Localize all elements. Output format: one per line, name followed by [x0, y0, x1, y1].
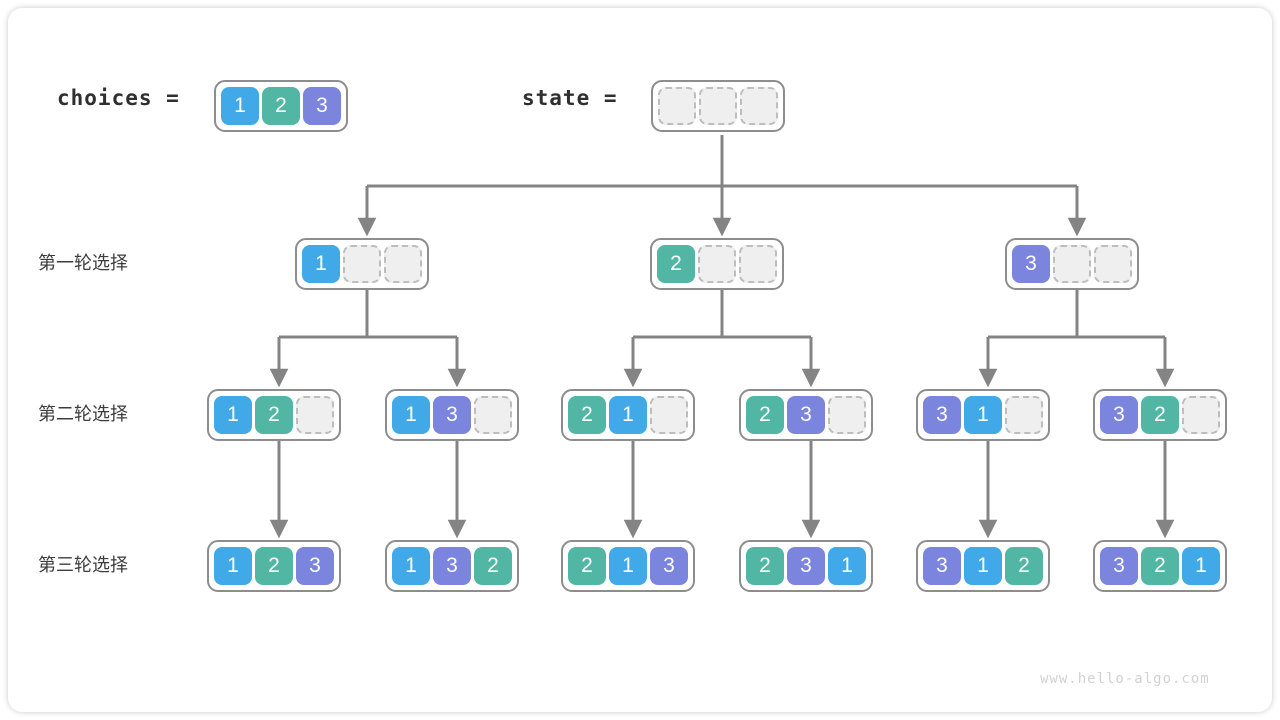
level3-5-cell-2: 2 [1141, 547, 1179, 585]
level1-0-cell-empty [384, 245, 422, 283]
level1-2-cell-empty [1053, 245, 1091, 283]
level1-1-cell-2: 2 [657, 245, 695, 283]
row-label-round-1: 第一轮选择 [38, 253, 128, 273]
row-label-round-2: 第二轮选择 [38, 404, 128, 424]
level2-1-cell-3: 3 [433, 396, 471, 434]
level2-4-cell-empty [1005, 396, 1043, 434]
choices-cell-2: 2 [262, 87, 300, 125]
level2-2-cell-2: 2 [568, 396, 606, 434]
level3-3-cell-3: 3 [787, 547, 825, 585]
level1-0-cell-1: 1 [302, 245, 340, 283]
level2-3-cell-empty [828, 396, 866, 434]
level3-1-cell-2: 2 [474, 547, 512, 585]
level1-node-2: 2 [650, 238, 784, 290]
state-cell-empty [740, 87, 778, 125]
choices-label: choices = [57, 86, 180, 110]
level3-3-cell-1: 1 [828, 547, 866, 585]
level3-1-cell-1: 1 [392, 547, 430, 585]
level2-3-cell-2: 2 [746, 396, 784, 434]
level1-2-cell-3: 3 [1012, 245, 1050, 283]
level1-1-cell-empty [698, 245, 736, 283]
level1-node-3: 3 [1005, 238, 1139, 290]
level3-5-cell-3: 3 [1100, 547, 1138, 585]
level3-4-cell-3: 3 [923, 547, 961, 585]
level2-5-cell-2: 2 [1141, 396, 1179, 434]
level3-4-cell-1: 1 [964, 547, 1002, 585]
level2-1-cell-1: 1 [392, 396, 430, 434]
level2-3-cell-3: 3 [787, 396, 825, 434]
level3-0-cell-1: 1 [214, 547, 252, 585]
level1-node-1: 1 [295, 238, 429, 290]
level1-0-cell-empty [343, 245, 381, 283]
level1-1-cell-empty [739, 245, 777, 283]
level1-2-cell-empty [1094, 245, 1132, 283]
state-array [651, 80, 785, 132]
level2-4-cell-1: 1 [964, 396, 1002, 434]
state-label: state = [522, 86, 618, 110]
choices-cell-3: 3 [303, 87, 341, 125]
level2-0-cell-1: 1 [214, 396, 252, 434]
level3-0-cell-2: 2 [255, 547, 293, 585]
row-label-round-3: 第三轮选择 [38, 555, 128, 575]
level3-2-cell-3: 3 [650, 547, 688, 585]
state-cell-empty [658, 87, 696, 125]
choices-cell-1: 1 [221, 87, 259, 125]
level2-2-cell-empty [650, 396, 688, 434]
level3-3-cell-2: 2 [746, 547, 784, 585]
level2-0-cell-2: 2 [255, 396, 293, 434]
level2-5-cell-3: 3 [1100, 396, 1138, 434]
level2-1-cell-empty [474, 396, 512, 434]
level2-5-cell-empty [1182, 396, 1220, 434]
watermark: www.hello-algo.com [1040, 671, 1210, 687]
level3-1-cell-3: 3 [433, 547, 471, 585]
level3-2-cell-2: 2 [568, 547, 606, 585]
level2-0-cell-empty [296, 396, 334, 434]
level2-4-cell-3: 3 [923, 396, 961, 434]
level3-0-cell-3: 3 [296, 547, 334, 585]
level3-4-cell-2: 2 [1005, 547, 1043, 585]
level2-2-cell-1: 1 [609, 396, 647, 434]
state-cell-empty [699, 87, 737, 125]
level3-5-cell-1: 1 [1182, 547, 1220, 585]
level3-2-cell-1: 1 [609, 547, 647, 585]
